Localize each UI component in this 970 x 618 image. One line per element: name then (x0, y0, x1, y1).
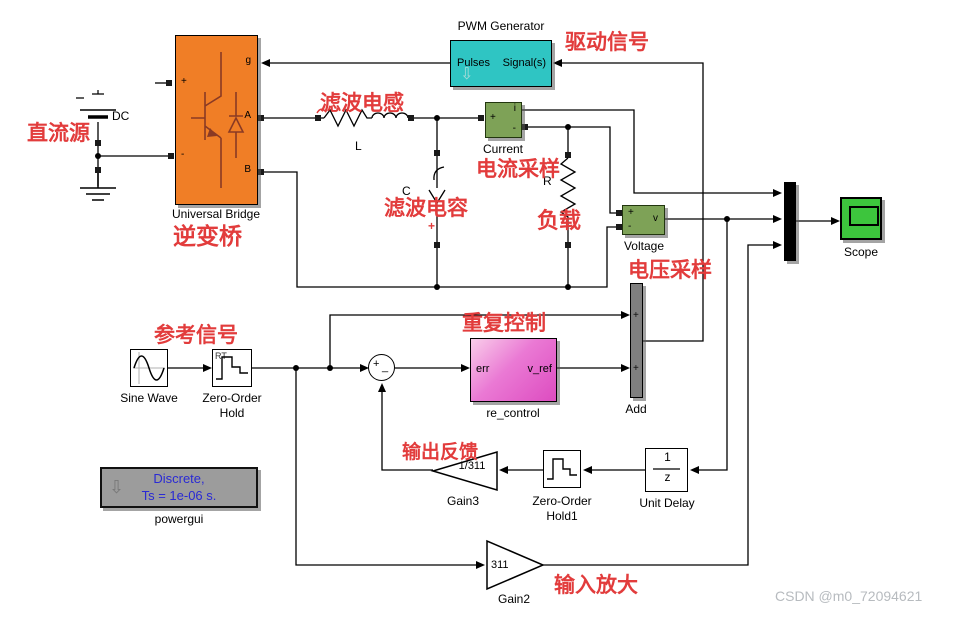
zoh1-label-line1: Zero-Order (532, 494, 592, 508)
bridge-port-minus-label: - (181, 149, 185, 160)
universal-bridge-block[interactable]: g A B + - (175, 35, 258, 205)
sum-block[interactable]: + _ (368, 354, 395, 381)
bridge-port-g-label: g (245, 55, 251, 66)
current-measure-label: Current (482, 142, 523, 156)
current-port-plus-label: + (490, 112, 496, 123)
wire-current-i-to-mux[interactable] (522, 109, 782, 197)
mux-block[interactable] (784, 182, 796, 261)
csdn-watermark: CSDN @m0_72094621 (775, 588, 923, 604)
wire-resistor-branch[interactable] (559, 127, 577, 290)
powergui-down-arrow-icon: ⇩ (109, 477, 125, 498)
current-port-minus-label: - (512, 123, 516, 134)
wire-ref-to-add-top[interactable] (329, 311, 630, 368)
pwm-generator-title: PWM Generator (457, 19, 545, 33)
annotation-filter-capacitor: 滤波电容 (384, 196, 468, 220)
powergui-block[interactable]: Discrete, Ts = 1e-06 s. ⇩ (100, 467, 258, 508)
wire-sine-to-zoh[interactable] (168, 364, 212, 372)
annotation-load: 负载 (537, 209, 582, 234)
wire-voltage-v-to-mux[interactable] (665, 215, 782, 223)
add-block[interactable]: + + (630, 283, 643, 398)
wire-bridge-b-rail-to-voltage-minus[interactable] (258, 169, 622, 288)
voltage-port-plus-label: + (628, 207, 634, 218)
powergui-label: powergui (154, 512, 204, 526)
capacitor-label: C (402, 184, 411, 198)
scope-label: Scope (843, 245, 879, 259)
annotation-reference-signal: 参考信号 (154, 323, 238, 347)
wire-capacitor-branch[interactable] (428, 118, 446, 290)
wire-unit-delay-to-zoh1[interactable] (583, 466, 645, 474)
wire-sum-to-recontrol[interactable] (395, 364, 470, 372)
wire-recontrol-to-add[interactable] (557, 364, 630, 372)
inductor-label: L (355, 139, 362, 153)
add-bottom-plus-sign: + (633, 363, 639, 374)
wire-bridge-a-to-current[interactable] (258, 108, 484, 128)
sine-wave-block[interactable] (130, 349, 168, 387)
wire-add-to-pwm-signal[interactable] (553, 59, 704, 342)
re-control-subsystem-block[interactable]: err v_ref (470, 338, 557, 402)
unit-delay-label: Unit Delay (639, 496, 695, 510)
unit-delay-block[interactable]: 1 z (645, 448, 688, 492)
unit-delay-numerator: 1 (664, 450, 671, 464)
wire-ref-to-gain2[interactable] (295, 368, 485, 569)
gain2-value: 311 (491, 559, 509, 571)
annotation-dc-source: 直流源 (27, 121, 90, 145)
wire-gain2-to-mux[interactable] (543, 241, 782, 566)
sum-plus-sign: + (373, 358, 380, 370)
dc-source-label: DC (112, 109, 130, 123)
zoh1-label-line2: Hold1 (546, 509, 578, 523)
annotation-voltage-sampling: 电压采样 (628, 258, 712, 282)
annotation-filter-inductor: 滤波电感 (320, 91, 404, 115)
pwm-port-pulses-label: Pulses (457, 57, 491, 69)
add-label: Add (625, 402, 647, 416)
annotation-drive-signal: 驱动信号 (565, 30, 649, 54)
wire-gain3-to-sum[interactable] (378, 383, 433, 471)
zoh-label-line1: Zero-Order (202, 391, 262, 405)
sine-wave-label: Sine Wave (120, 391, 178, 405)
annotation-output-feedback: 输出反馈 (402, 441, 479, 463)
sum-minus-sign: _ (382, 361, 389, 373)
wire-dc-source[interactable] (95, 122, 174, 186)
annotation-inverter-bridge: 逆变桥 (173, 224, 242, 250)
annotation-input-amplification: 输入放大 (554, 573, 638, 597)
wire-mux-to-scope[interactable] (796, 217, 840, 225)
scope-screen-icon (849, 206, 879, 226)
pwm-port-signals-label: Signal(s) (502, 57, 546, 69)
annotation-repetitive-control: 重复控制 (462, 311, 546, 335)
voltage-port-v-label: v (653, 213, 658, 224)
annotation-current-sampling: 电流采样 (476, 157, 560, 181)
gain3-label: Gain3 (446, 494, 480, 508)
universal-bridge-label: Universal Bridge (171, 207, 261, 221)
recontrol-port-err-label: err (476, 363, 490, 375)
zoh-sample-tag: RT (215, 351, 227, 361)
resistor-label: R (543, 174, 552, 188)
re-control-label: re_control (486, 406, 540, 420)
powergui-text-line1: Discrete, (153, 471, 205, 486)
wire-bridge-plus-stub[interactable] (155, 80, 172, 86)
unit-delay-denominator: z (664, 470, 671, 484)
voltage-measurement-block[interactable]: + - v (622, 205, 665, 235)
gain2-label: Gain2 (497, 592, 531, 606)
voltage-measure-label: Voltage (623, 239, 665, 253)
recontrol-port-vref-label: v_ref (527, 363, 552, 375)
bridge-port-b-label: B (244, 164, 251, 175)
voltage-port-minus-label: - (628, 221, 632, 232)
capacitor-polarity-label: + (428, 219, 436, 233)
wire-zoh-to-sum[interactable] (252, 364, 369, 372)
wire-voltage-to-unit-delay[interactable] (690, 219, 728, 474)
add-top-plus-sign: + (633, 310, 639, 321)
wire-zoh1-to-gain3[interactable] (499, 466, 543, 474)
zero-order-hold-block[interactable]: RT (212, 349, 252, 387)
pwm-generator-block[interactable]: Pulses Signal(s) ⇩ (450, 40, 552, 87)
zoh-label-line2: Hold (219, 406, 245, 420)
pwm-down-arrow-icon: ⇩ (460, 64, 474, 83)
wire-pwm-to-gate[interactable] (261, 59, 450, 67)
bridge-port-plus-label: + (181, 76, 187, 87)
current-port-i-label: i (513, 103, 516, 114)
zero-order-hold1-block[interactable] (543, 450, 581, 488)
powergui-text-line2: Ts = 1e-06 s. (141, 488, 217, 503)
bridge-port-a-label: A (244, 110, 251, 121)
scope-block[interactable] (840, 197, 882, 240)
current-measurement-block[interactable]: + i - (485, 102, 522, 138)
